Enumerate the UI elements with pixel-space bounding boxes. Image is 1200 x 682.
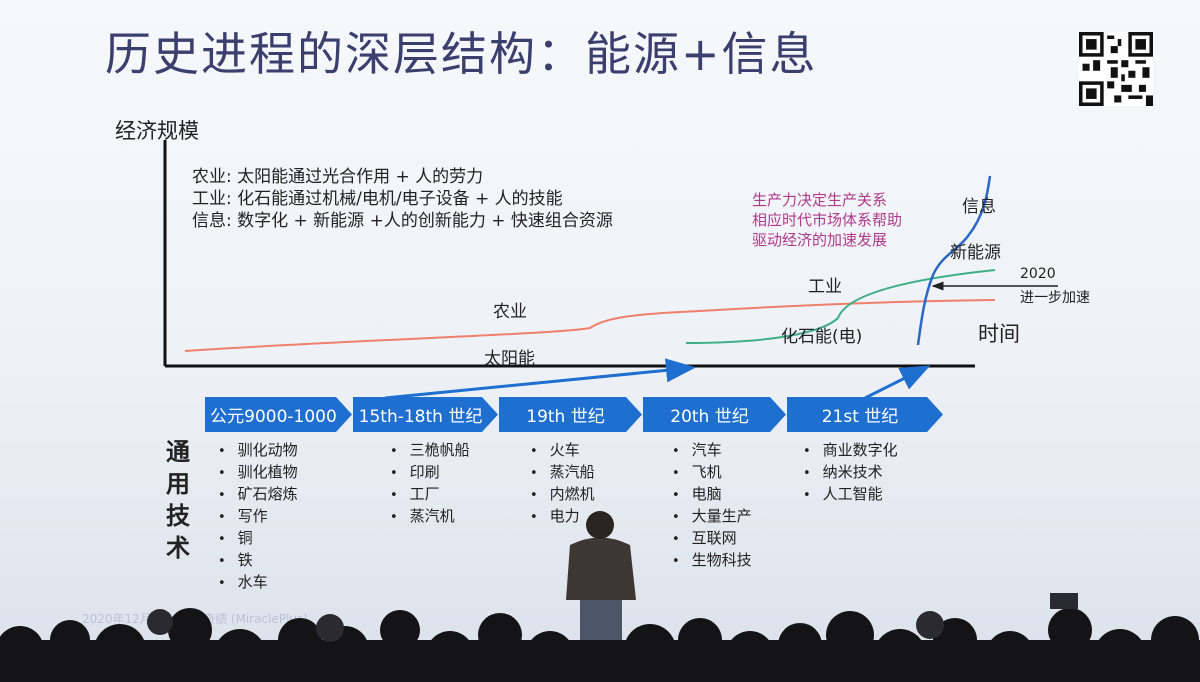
list-item: 印刷 [390, 462, 470, 484]
era-arrow-20th: 20th 世纪 [643, 397, 786, 432]
tech-list-19th: 火车 蒸汽船 内燃机 电力 [530, 440, 595, 528]
general-technology-label: 通用技术 [166, 438, 190, 562]
era-arrow-21st: 21st 世纪 [787, 397, 943, 432]
transition-arrow-information [864, 365, 931, 400]
list-item: 驯化植物 [218, 462, 298, 484]
definition-agriculture: 农业: 太阳能通过光合作用 + 人的劳力 [192, 167, 484, 187]
productivity-note: 生产力决定生产关系 相应时代市场体系帮助 驱动经济的加速发展 [752, 190, 902, 250]
era-arrow-ancient: 公元9000-1000 [205, 397, 352, 432]
list-item: 蒸汽机 [390, 506, 470, 528]
list-item: 商业数字化 [803, 440, 898, 462]
curve-label-solar: 太阳能 [484, 349, 535, 369]
raised-phone [1050, 593, 1078, 609]
list-item: 铜 [218, 528, 298, 550]
list-item: 人工智能 [803, 484, 898, 506]
list-item: 内燃机 [530, 484, 595, 506]
list-item: 写作 [218, 506, 298, 528]
list-item: 驯化动物 [218, 440, 298, 462]
information-curve [916, 175, 992, 346]
list-item: 生物科技 [672, 550, 752, 572]
definition-industry: 工业: 化石能通过机械/电机/电子设备 + 人的技能 [192, 189, 563, 209]
era-arrow-15-18th: 15th-18th 世纪 [353, 397, 498, 432]
acceleration-label: 进一步加速 [1020, 290, 1090, 306]
list-item: 电脑 [672, 484, 752, 506]
curve-label-new-energy: 新能源 [950, 243, 1001, 263]
list-item: 工厂 [390, 484, 470, 506]
note-line: 驱动经济的加速发展 [752, 231, 888, 249]
year-label: 2020 [1020, 266, 1056, 282]
note-line: 生产力决定生产关系 [752, 191, 888, 209]
transition-arrow-industrial [384, 358, 696, 400]
note-line: 相应时代市场体系帮助 [752, 211, 903, 229]
list-item: 铁 [218, 550, 298, 572]
list-item: 汽车 [672, 440, 752, 462]
list-item: 矿石熔炼 [218, 484, 298, 506]
industry-curve [685, 269, 996, 344]
y-axis-label: 经济规模 [115, 119, 199, 143]
speaker-figure [566, 511, 636, 650]
list-item: 纳米技术 [803, 462, 898, 484]
list-item: 互联网 [672, 528, 752, 550]
list-item: 飞机 [672, 462, 752, 484]
list-item: 水车 [218, 572, 298, 594]
tech-list-20th: 汽车 飞机 电脑 大量生产 互联网 生物科技 [672, 440, 752, 572]
economic-scale-diagram [163, 140, 996, 400]
era-arrow-19th: 19th 世纪 [499, 397, 642, 432]
tech-list-ancient: 驯化动物 驯化植物 矿石熔炼 写作 铜 铁 水车 [218, 440, 298, 594]
qr-code-icon [1079, 32, 1153, 106]
era-definitions: 农业: 太阳能通过光合作用 + 人的劳力 工业: 化石能通过机械/电机/电子设备… [192, 166, 613, 232]
definition-information: 信息: 数字化 + 新能源 +人的创新能力 + 快速组合资源 [192, 211, 613, 231]
tech-list-21st: 商业数字化 纳米技术 人工智能 [803, 440, 898, 506]
x-axis-label: 时间 [978, 322, 1020, 346]
agriculture-curve [184, 299, 996, 352]
list-item: 三桅帆船 [390, 440, 470, 462]
slide-title: 历史进程的深层结构：能源+信息 [105, 27, 818, 81]
curve-label-information: 信息 [962, 197, 996, 217]
list-item: 蒸汽船 [530, 462, 595, 484]
list-item: 电力 [530, 506, 595, 528]
list-item: 大量生产 [672, 506, 752, 528]
curve-label-fossil: 化石能(电) [781, 327, 863, 347]
curve-label-industry: 工业 [808, 277, 842, 297]
list-item: 火车 [530, 440, 595, 462]
curve-label-agriculture: 农业 [493, 302, 527, 322]
tech-list-15-18th: 三桅帆船 印刷 工厂 蒸汽机 [390, 440, 470, 528]
